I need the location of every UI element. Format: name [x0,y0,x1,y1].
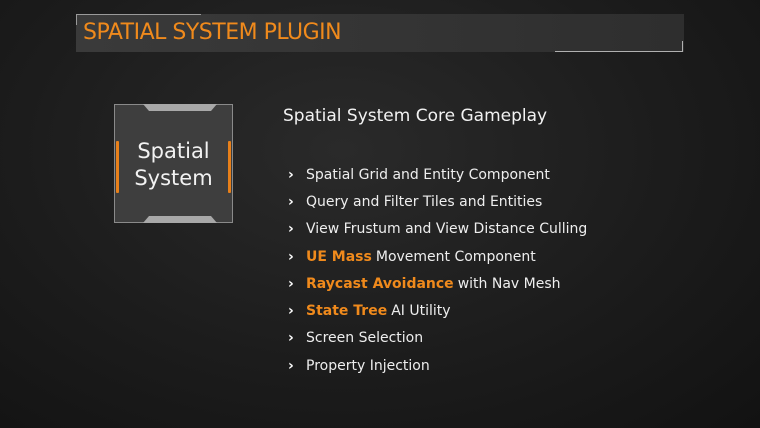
feature-text: Spatial Grid and Entity Component [306,166,550,183]
page-title: SPATIAL SYSTEM PLUGIN [83,20,342,45]
spatial-system-logo: Spatial System [114,104,233,223]
chevron-right-icon: › [288,357,294,374]
chevron-right-icon: › [288,303,294,320]
feature-text: AI Utility [391,303,451,320]
feature-item: › Query and Filter Tiles and Entities [288,188,587,215]
corner-bracket-bottom-right [555,41,683,52]
title-banner: SPATIAL SYSTEM PLUGIN [76,14,684,52]
feature-text: Movement Component [375,248,536,265]
feature-text: Screen Selection [306,330,424,347]
chevron-right-icon: › [288,193,294,210]
feature-highlight: Raycast Avoidance [306,275,454,292]
feature-list: › Spatial Grid and Entity Component › Quer… [288,161,587,379]
feature-text: View Frustum and View Distance Culling [306,221,588,238]
chevron-right-icon: › [288,330,294,347]
chevron-right-icon: › [288,275,294,292]
chevron-right-icon: › [288,221,294,238]
feature-highlight: State Tree [306,303,388,320]
section-heading: Spatial System Core Gameplay [283,106,548,126]
feature-item: › Property Injection [288,352,587,379]
feature-highlight: UE Mass [306,248,372,265]
logo-line-2: System [134,166,213,190]
chevron-right-icon: › [288,166,294,183]
chevron-right-icon: › [288,248,294,265]
feature-item: › Spatial Grid and Entity Component [288,161,587,188]
logo-top-tab [143,104,217,111]
logo-line-1: Spatial [137,139,210,163]
logo-left-accent [116,141,119,193]
feature-text: Query and Filter Tiles and Entities [306,193,543,210]
feature-text: with Nav Mesh [457,275,561,292]
corner-bracket-top-left [76,14,201,25]
feature-item: › Screen Selection [288,325,587,352]
logo-bottom-tab [143,216,217,223]
feature-text: Property Injection [306,357,430,374]
logo-text: Spatial System [115,138,232,192]
feature-item: › View Frustum and View Distance Culling [288,216,587,243]
logo-right-accent [228,141,231,193]
